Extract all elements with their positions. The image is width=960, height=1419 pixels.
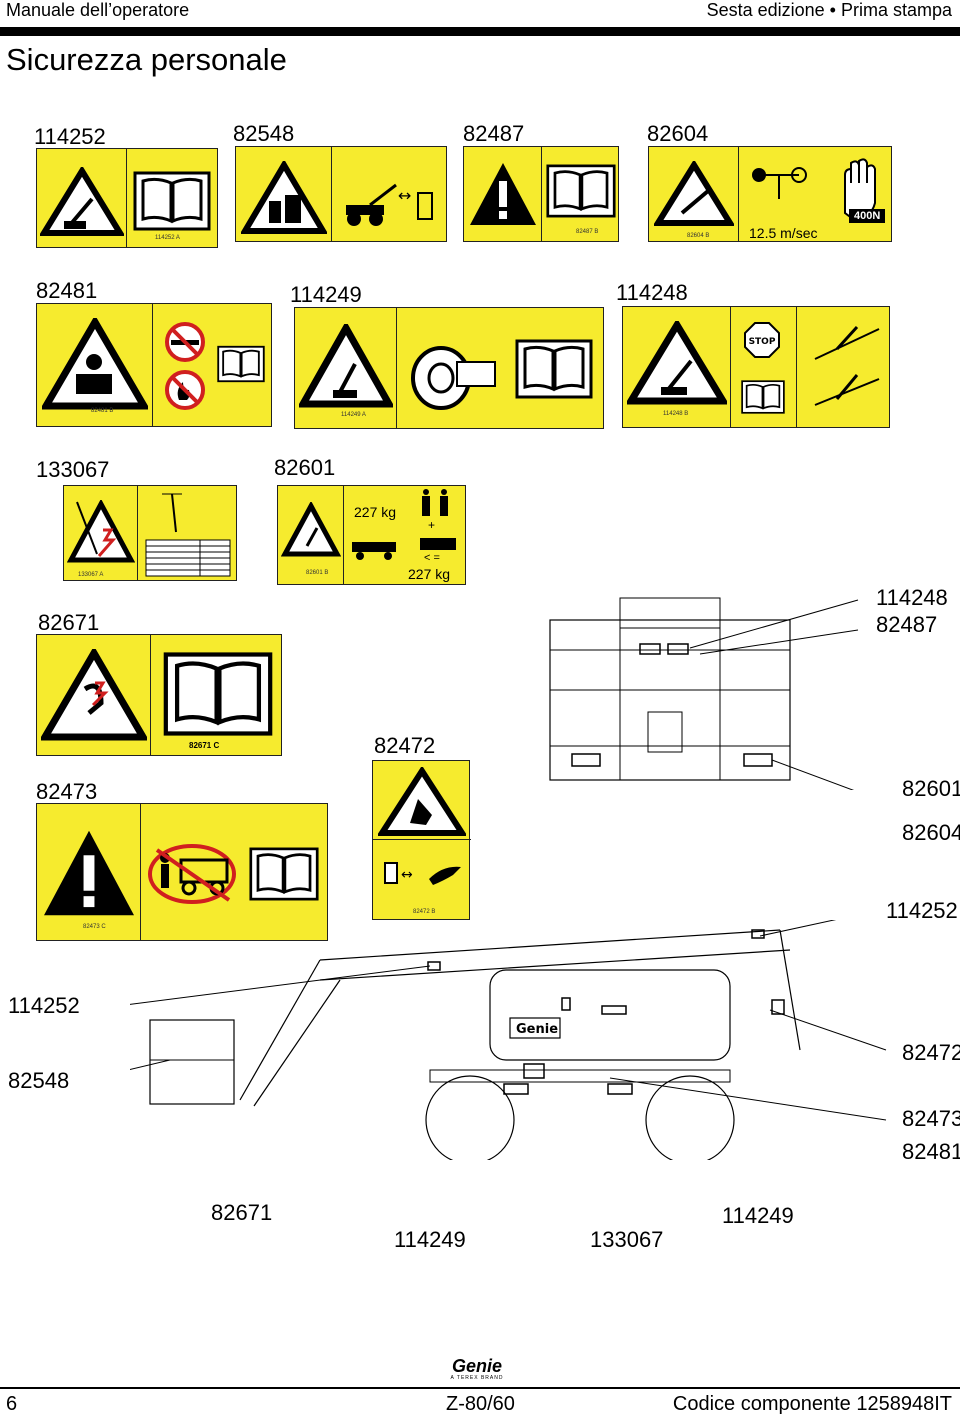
callout-114252-right: 114252: [886, 898, 958, 923]
machine-brand: Genie: [516, 1022, 558, 1037]
crush-hazard-icon: [241, 161, 327, 234]
decal-114252: 114252 A: [36, 148, 218, 248]
decal-114249: 114249 A: [294, 307, 604, 429]
no-smoking-icon: [165, 322, 205, 362]
wind-warning-icon: [654, 161, 734, 226]
decal-82601: 227 kg + < = 227 kg 82601 B: [277, 485, 466, 585]
manual-icon: [515, 339, 593, 399]
component-code: Codice componente 1258948IT: [672, 1393, 952, 1415]
logo-tagline: A TEREX BRAND: [450, 1375, 504, 1381]
slope-warning-icon: [627, 321, 727, 405]
decal-label-82548: 82548: [233, 121, 295, 146]
hand-force-icon: [844, 158, 876, 221]
electrocution-warning-icon: [67, 500, 135, 563]
decal-label-82472: 82472: [374, 733, 436, 758]
decal-label-82601: 82601: [274, 455, 336, 480]
force-badge: 400N: [849, 209, 886, 223]
anemometer-icon: [752, 167, 807, 199]
decal-82604: 12.5 m/sec 400N 82604 B: [648, 146, 892, 242]
crush-hand-warning-icon: [378, 767, 466, 836]
tire-warning-icon: [299, 324, 393, 408]
decal-82472: ↔ 82472 B: [372, 760, 471, 920]
general-warning-icon: [44, 830, 134, 916]
callout-82473: 82473: [902, 1106, 960, 1131]
decal-label-82481: 82481: [36, 278, 98, 303]
svg-text:STOP: STOP: [749, 337, 776, 347]
decal-82548: ↔: [235, 146, 447, 242]
svg-text:↔: ↔: [401, 867, 413, 883]
manual-icon: [741, 380, 785, 414]
decal-82473: 82473 C: [36, 803, 328, 941]
genie-logo: Genie A TEREX BRAND: [440, 1357, 514, 1381]
tip-over-warning-icon: [40, 167, 124, 236]
capacity-warning-icon: [281, 502, 341, 557]
machine-clearance-icon: ↔: [346, 183, 433, 226]
svg-text:↔: ↔: [398, 186, 411, 205]
general-warning-icon: [470, 163, 536, 225]
callout-82548: 82548: [8, 1068, 70, 1093]
tool-tray-icon: [420, 538, 456, 550]
decal-label-82473: 82473: [36, 779, 98, 804]
decal-label-114249: 114249: [290, 282, 362, 307]
callout-82671: 82671: [211, 1200, 273, 1225]
slope-sequence-icon: [814, 325, 880, 406]
header-right: Sesta edizione • Prima stampa: [706, 0, 952, 20]
manual-icon: [133, 171, 211, 231]
decal-label-82671: 82671: [38, 610, 100, 635]
callout-114252-left: 114252: [8, 993, 80, 1018]
decal-82671: 82671 C: [36, 634, 282, 756]
no-flame-icon: [165, 370, 205, 410]
occupants-icon: [422, 489, 448, 516]
callout-82487: 82487: [876, 612, 938, 637]
decal-code-82671: 82671 C: [189, 741, 220, 750]
hand-clearance-icon: ↔: [384, 862, 461, 885]
decal-82487: 82487 B: [463, 146, 619, 242]
wheel-tire-icon: [411, 346, 496, 410]
callout-133067: 133067: [590, 1227, 664, 1252]
battery-explosion-icon: [42, 318, 148, 410]
decal-label-82604: 82604: [647, 121, 709, 146]
callout-82472: 82472: [902, 1040, 960, 1065]
page-number: 6: [6, 1393, 18, 1415]
load-vehicle-icon: [352, 542, 396, 560]
decal-label-114248: 114248: [616, 280, 688, 305]
decal-label-82487: 82487: [463, 121, 525, 146]
wind-speed-label: 12.5 m/sec: [749, 225, 818, 241]
header-rule: [0, 27, 960, 36]
capacity-bottom: 227 kg: [408, 566, 451, 582]
decal-82481: 82481 B: [36, 303, 272, 427]
callout-82601: 82601: [902, 776, 960, 801]
manual-icon: [546, 164, 616, 218]
callout-114248: 114248: [876, 585, 948, 610]
manual-icon: [217, 345, 265, 383]
decal-114248: STOP 114248 B: [622, 306, 890, 428]
callout-114249-a: 114249: [394, 1227, 466, 1252]
manual-icon: [249, 847, 319, 901]
no-towing-icon: [148, 844, 236, 904]
decal-133067: 133067 A: [63, 485, 237, 581]
capacity-top: 227 kg: [354, 504, 397, 520]
callout-82604: 82604: [902, 820, 960, 845]
platform-diagram: [549, 597, 859, 790]
decal-label-114252: 114252: [34, 124, 106, 149]
clearance-table-icon: [145, 493, 231, 577]
header-left: Manuale dell’operatore: [6, 0, 190, 20]
plus-sign: +: [428, 518, 436, 532]
page-title: Sicurezza personale: [6, 42, 287, 77]
decal-label-133067: 133067: [36, 457, 110, 482]
logo-brand: Genie: [451, 1356, 503, 1376]
manual-icon: [163, 652, 273, 736]
stop-sign-icon: STOP: [744, 322, 780, 358]
boom-lift-diagram: Genie: [130, 920, 887, 1160]
electrocution-warning-icon: [41, 649, 147, 741]
callout-82481: 82481: [902, 1139, 960, 1164]
footer-rule: [0, 1387, 960, 1389]
callout-114249-b: 114249: [722, 1203, 794, 1228]
lte-sign: < =: [424, 552, 440, 564]
model-name: Z-80/60: [446, 1393, 515, 1415]
